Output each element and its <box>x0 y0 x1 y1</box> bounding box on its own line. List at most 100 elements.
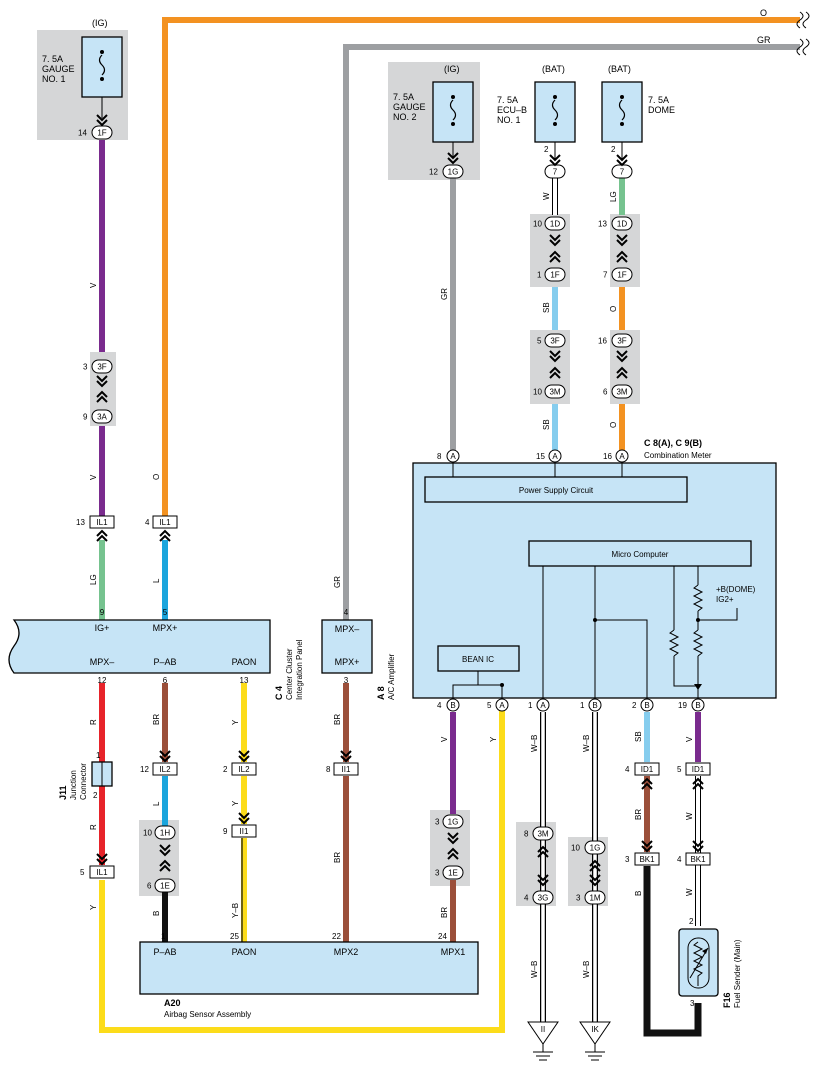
connector-1E-meter: 1E <box>448 869 458 878</box>
pin-5: 5 <box>163 608 168 617</box>
component-name: Center Cluster <box>285 648 294 700</box>
wire-label-lg: LG <box>609 191 618 202</box>
wire-label-r: R <box>89 719 98 725</box>
terminal-ig-plus: IG+ <box>95 623 110 633</box>
connector-3M-dome: 3M <box>616 388 627 397</box>
terminal-letter-a: A <box>619 452 625 461</box>
wire-label-gr-top: GR <box>757 35 771 45</box>
wire-label-l: L <box>152 578 161 583</box>
wire-color-labels: V V O LG L GR GR W SB SB LG O O R R Y BR… <box>89 191 694 978</box>
connector-3F: 3F <box>97 363 106 372</box>
connector-BK1-3: BK1 <box>639 855 655 864</box>
pin-3: 3 <box>344 676 349 685</box>
connector-1H: 1H <box>160 829 170 838</box>
fuse-supply: (BAT) <box>542 64 565 74</box>
bean-ic-label: BEAN IC <box>462 655 494 664</box>
ground-ii: II <box>527 1021 559 1061</box>
oval-connectors: 1F 14 1G 12 7 2 7 2 3F 3 3A 9 1D 10 1F <box>78 114 633 905</box>
wire-label-y: Y <box>89 904 98 910</box>
pin-9: 9 <box>100 608 105 617</box>
terminal-mpx1: MPX1 <box>441 947 466 957</box>
wire-label-gr: GR <box>440 288 449 300</box>
pin-14: 14 <box>78 129 87 138</box>
connector-7-dome: 7 <box>620 168 625 177</box>
wire-label-o: O <box>152 474 161 480</box>
pin-9: 9 <box>83 413 88 422</box>
connector-1D-sb: 1D <box>550 220 560 229</box>
junction-connector-j11: 1 2 J11 Junction Connector <box>58 751 113 800</box>
connector-II1-8: II1 <box>342 765 351 774</box>
wire-label-br: BR <box>440 907 449 918</box>
wire-break-marks <box>796 11 810 56</box>
wire-label-w-b: W–B <box>582 961 591 978</box>
connector-IL1-4: IL1 <box>159 518 171 527</box>
component-name: Airbag Sensor Assembly <box>164 1010 251 1019</box>
wire-label-br: BR <box>333 852 342 863</box>
pin-12: 12 <box>429 168 438 177</box>
component-code: J11 <box>58 785 68 800</box>
component-code: C 8(A), C 9(B) <box>644 438 702 448</box>
wire-label-y: Y <box>231 800 240 806</box>
terminal-mpx2: MPX2 <box>334 947 359 957</box>
component-code: F16 <box>722 992 732 1008</box>
pin-3: 3 <box>625 855 630 864</box>
pin-2: 2 <box>632 701 637 710</box>
connector-IL1-5: IL1 <box>96 868 108 877</box>
wire-label-w: W <box>685 888 694 896</box>
pin-3: 3 <box>83 363 88 372</box>
wire-label-sb: SB <box>542 419 551 430</box>
wire-label-r: R <box>89 824 98 830</box>
connector-7-ecub: 7 <box>553 168 558 177</box>
pin-6: 6 <box>603 388 608 397</box>
component-name-2: Connector <box>79 763 88 800</box>
connector-3F-dome: 3F <box>617 337 626 346</box>
wire-label-b: B <box>152 911 161 916</box>
pin-3: 3 <box>576 894 581 903</box>
pin-5: 5 <box>80 868 85 877</box>
inline-connectors: IL1 13 IL1 4 IL2 12 IL2 2 II1 9 II1 8 IL… <box>76 515 711 879</box>
connector-ID1-5: ID1 <box>692 765 705 774</box>
pin-10: 10 <box>571 844 580 853</box>
component-code: C 4 <box>274 686 284 700</box>
wire-label-gr: GR <box>333 576 342 588</box>
wire-label-v: V <box>89 474 98 480</box>
connector-3G: 3G <box>538 894 549 903</box>
pin-2-dome: 2 <box>611 145 616 154</box>
pin-25: 25 <box>230 932 239 941</box>
connector-BK1-4: BK1 <box>690 855 706 864</box>
wire-label-br: BR <box>634 809 643 820</box>
pin-6: 6 <box>163 676 168 685</box>
wire-label-w-b: W–B <box>530 961 539 978</box>
pin-19: 19 <box>678 701 687 710</box>
fuse-name: ECU–B <box>497 105 527 115</box>
pin-3: 3 <box>435 818 440 827</box>
fuse-name: GAUGE <box>393 102 426 112</box>
terminal-mpx-plus: MPX+ <box>335 657 360 667</box>
component-name: Junction <box>69 770 78 800</box>
wire-label-b: B <box>634 891 643 896</box>
wire-label-v: V <box>89 282 98 288</box>
terminal-letter-a: A <box>540 701 546 710</box>
pin-10: 10 <box>143 829 152 838</box>
pin-4: 4 <box>677 855 682 864</box>
pin-12: 12 <box>98 676 107 685</box>
component-code: A20 <box>164 998 181 1008</box>
wire-label-o-top: O <box>760 8 767 18</box>
fuse-gauge-2: (IG) 7. 5A GAUGE NO. 2 <box>393 64 474 158</box>
pin-2: 2 <box>93 791 98 800</box>
pin-13: 13 <box>240 676 249 685</box>
pin-4: 4 <box>344 608 349 617</box>
wire-label-sb: SB <box>542 302 551 313</box>
center-cluster-integration-panel: 9 5 IG+ MPX+ MPX– P–AB PAON 12 6 13 C 4 … <box>8 608 304 700</box>
pin-8: 8 <box>524 830 529 839</box>
ig2-label: IG2+ <box>716 595 734 604</box>
terminal-mpx-minus: MPX– <box>90 657 115 667</box>
fuse-rating: 7. 5A <box>393 92 414 102</box>
pin-1: 1 <box>96 751 101 760</box>
wire-label-w-b: W–B <box>582 735 591 752</box>
fuse-rating: 7. 5A <box>42 54 63 64</box>
pin-12: 12 <box>140 765 149 774</box>
pin-4: 4 <box>524 894 529 903</box>
ground-ik: IK <box>579 1021 611 1061</box>
wire-label-w-b: W–B <box>530 735 539 752</box>
